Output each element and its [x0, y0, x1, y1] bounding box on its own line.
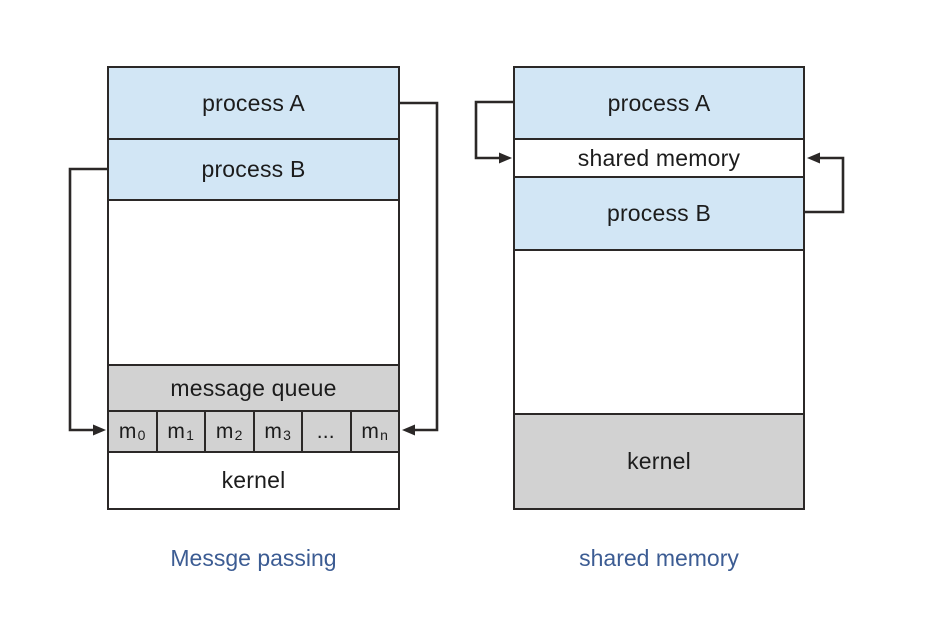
- right-kernel-label: kernel: [627, 448, 691, 474]
- left-process-b-label: process B: [201, 156, 306, 182]
- left-kernel-band: kernel: [109, 451, 398, 508]
- message-queue-band: message queue: [109, 364, 398, 410]
- right-process-a-band: process A: [515, 68, 803, 138]
- right-process-a-label: process A: [607, 89, 711, 116]
- shared-memory-label: shared memory: [577, 144, 741, 171]
- arrow-process-a-to-queue-icon: [398, 101, 439, 436]
- queue-cell-ellipsis: ...: [301, 412, 350, 451]
- shared-memory-diagram: process A shared memory process B kernel: [513, 66, 805, 510]
- right-kernel-band: kernel: [515, 413, 803, 508]
- shared-memory-band: shared memory: [515, 138, 803, 176]
- left-kernel-label: kernel: [221, 467, 286, 493]
- arrow-process-b-to-queue-icon: [68, 167, 108, 436]
- left-process-b-band: process B: [109, 138, 398, 199]
- message-queue-label: message queue: [170, 374, 337, 401]
- left-process-a-band: process A: [109, 68, 398, 138]
- right-empty-region: [515, 249, 803, 413]
- arrow-process-b-to-shared-memory-icon: [803, 152, 845, 214]
- message-passing-caption: Messge passing: [170, 544, 337, 571]
- arrow-process-a-to-shared-memory-icon: [474, 100, 515, 164]
- left-empty-region: [109, 199, 398, 364]
- right-process-b-label: process B: [606, 200, 712, 226]
- right-process-b-band: process B: [515, 176, 803, 249]
- left-process-a-label: process A: [202, 89, 305, 116]
- shared-memory-caption: shared memory: [579, 544, 739, 571]
